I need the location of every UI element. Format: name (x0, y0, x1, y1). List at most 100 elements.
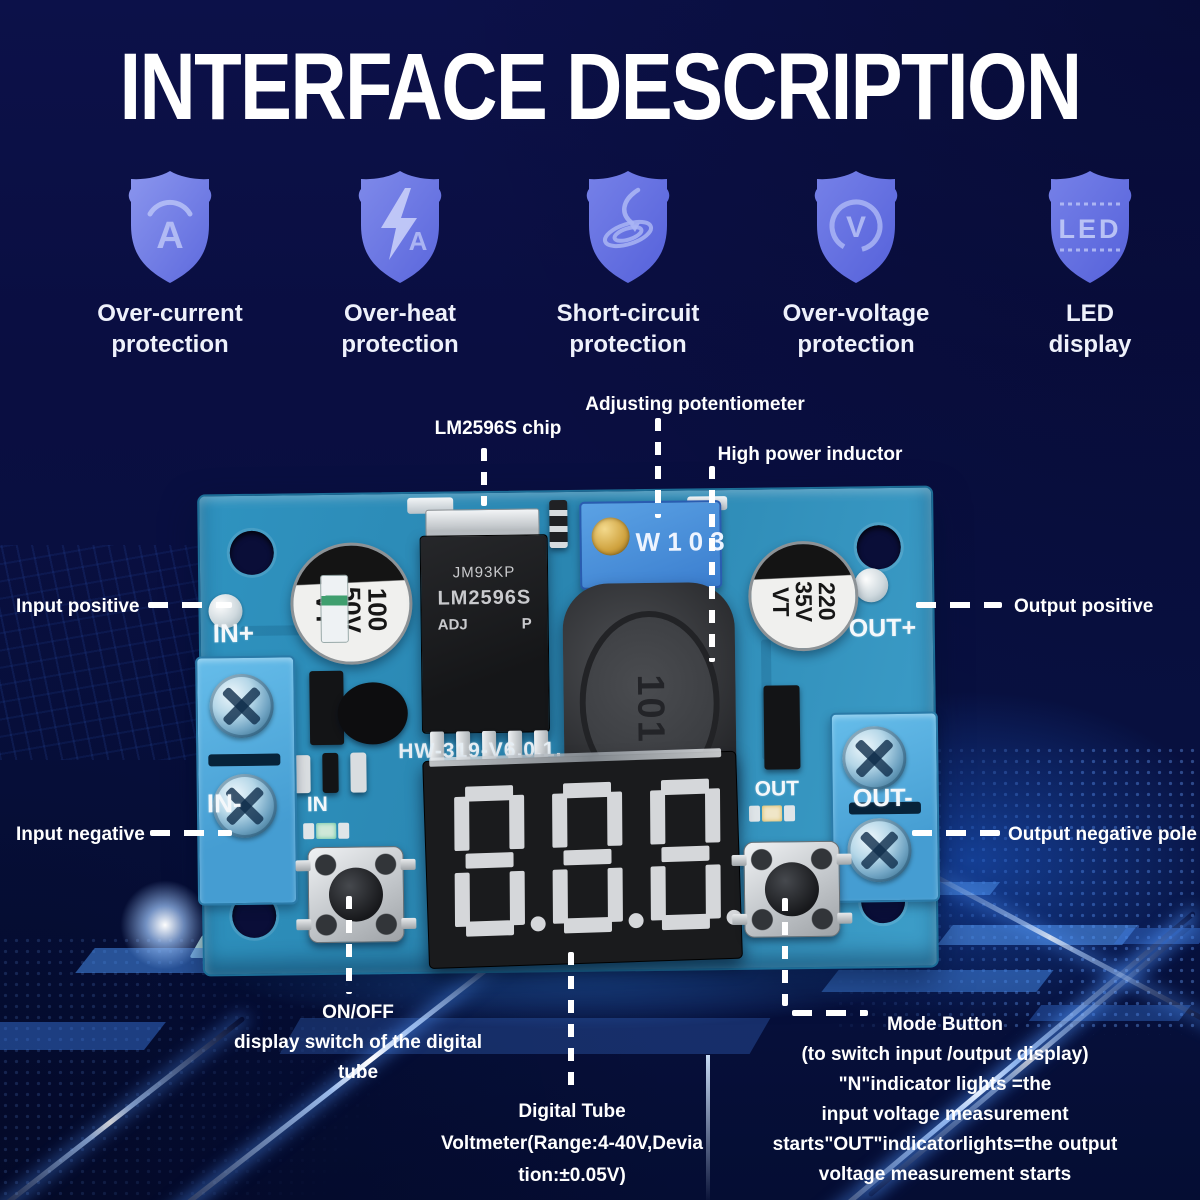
display-digit (454, 785, 525, 937)
display-decimal-dot (530, 916, 546, 932)
input-positive-callout: Input positive (16, 596, 140, 617)
svg-text:A: A (409, 226, 428, 256)
output-negative-callout: Output negative pole (1008, 824, 1197, 845)
feature-over-current: A Over-current protection (55, 168, 285, 360)
light-flare (120, 880, 210, 970)
feature-label-line: protection (111, 331, 229, 358)
pcb-board: 100 50V VT 220 35V VT JM93KP LM2596S ADJ… (195, 485, 941, 977)
svg-text:A: A (156, 215, 183, 257)
callout-line-chip (481, 448, 487, 506)
onoff-callout-line: display switch of the digital (233, 1032, 483, 1053)
feature-label: Short-circuit protection (513, 298, 743, 360)
seven-segment-display (422, 750, 743, 969)
onoff-callout: ON/OFF display switch of the digital tub… (208, 998, 508, 1088)
feature-label-line: Short-circuit (556, 300, 700, 327)
silkscreen-in-minus: IN- (206, 787, 242, 819)
feature-label-line: protection (797, 331, 915, 358)
feature-led-display: LED LED display (975, 168, 1200, 360)
onoff-callout-line: tube (337, 1062, 379, 1083)
potentiometer-marking: W103 (635, 525, 732, 558)
smd-resistor (350, 752, 367, 793)
onoff-callout-line: ON/OFF (322, 1002, 394, 1023)
mode-button-callout-line: input voltage measurement (821, 1104, 1069, 1125)
feature-label-line: protection (569, 331, 687, 358)
ic-marking: P (521, 615, 532, 633)
ic-marking: ADJ (437, 616, 468, 634)
silkscreen-in-plus: IN+ (212, 617, 255, 649)
silkscreen-out-minus: OUT- (852, 783, 913, 813)
terminal-screw (841, 725, 907, 791)
feature-over-heat: A Over-heat protection (285, 168, 515, 360)
terminal-slot (208, 753, 281, 767)
callout-line-onoff (346, 896, 352, 994)
page-title: INTERFACE DESCRIPTION (119, 34, 1082, 140)
mode-button (731, 840, 853, 938)
smd-resistor (294, 755, 311, 794)
display-digit (552, 781, 623, 934)
over-current-shield-icon: A (128, 171, 212, 283)
display-decimal-dot (628, 912, 644, 929)
callout-line-digital-tube (568, 952, 574, 1092)
out-indicator-led (748, 805, 796, 822)
callout-line-inductor (709, 466, 715, 662)
svg-text:V: V (846, 211, 866, 244)
input-terminal-block (195, 655, 299, 906)
feature-label-line: display (1048, 331, 1132, 358)
callout-line-input-negative (150, 830, 232, 836)
callout-line-potentiometer (655, 418, 661, 518)
input-capacitor: 100 50V VT (289, 541, 414, 666)
in-indicator-led (303, 822, 350, 840)
feature-label-line: LED (1066, 300, 1114, 327)
chip-callout: LM2596S chip (434, 418, 562, 439)
short-circuit-shield-icon (586, 171, 670, 283)
mode-button-callout-line: voltage measurement starts (818, 1164, 1072, 1185)
mode-button-callout-line: Mode Button (886, 1014, 1004, 1035)
adjusting-potentiometer: W103 (579, 500, 732, 590)
callout-line-mode-vertical (782, 898, 788, 1006)
digital-tube-callout: Digital Tube Voltmeter(Range:4-40V,Devia… (420, 1096, 724, 1192)
deco-bar (937, 925, 1138, 945)
over-heat-shield-icon: A (358, 171, 442, 283)
digital-tube-callout-line: Digital Tube (518, 1101, 626, 1122)
deco-bar (0, 1022, 166, 1050)
ic-marking: JM93KP (452, 563, 516, 582)
potentiometer-callout: Adjusting potentiometer (585, 394, 805, 415)
svg-text:LED: LED (1059, 214, 1122, 244)
capacitor-marking: 220 35V VT (767, 581, 841, 623)
digital-tube-callout-line: tion:±0.05V) (518, 1165, 626, 1186)
feature-label: LED display (975, 298, 1200, 360)
mode-button-callout: Mode Button (to switch input /output dis… (745, 1010, 1145, 1190)
smd-component (549, 499, 568, 549)
feature-label: Over-current protection (55, 298, 285, 360)
silkscreen-out-plus: OUT+ (848, 613, 917, 643)
feature-over-voltage: V Over-voltage protection (741, 168, 971, 360)
mode-button-callout-line: (to switch input /output display) (801, 1044, 1089, 1065)
display-digit (650, 778, 721, 931)
mode-button-callout-line: "N"indicator lights =the (838, 1074, 1052, 1095)
feature-label-line: Over-heat (343, 300, 457, 327)
output-positive-callout: Output positive (1014, 596, 1154, 617)
mounting-hole (229, 530, 275, 576)
over-voltage-shield-icon: V (814, 171, 898, 283)
silkscreen-out-led: OUT (754, 777, 800, 801)
feature-label: Over-heat protection (285, 298, 515, 360)
callout-line-output-negative (912, 830, 1000, 836)
deco-bar (1113, 928, 1200, 944)
feature-label-line: Over-voltage (782, 300, 930, 327)
onoff-button (295, 846, 417, 944)
output-positive-pad (854, 568, 889, 603)
smd-diode (763, 685, 801, 770)
digital-tube-callout-line: Voltmeter(Range:4-40V,Devia (441, 1133, 703, 1154)
lm2596s-chip: JM93KP LM2596S ADJ P (419, 534, 551, 734)
mounting-hole (856, 524, 902, 570)
terminal-screw (209, 673, 275, 739)
output-capacitor: 220 35V VT (747, 540, 860, 652)
callout-line-mode-horizontal (792, 1010, 868, 1016)
feature-label: Over-voltage protection (741, 298, 971, 360)
ic-marking: LM2596S (437, 586, 532, 610)
feature-label-line: protection (341, 331, 459, 358)
potentiometer-screw (591, 517, 630, 556)
diode-component (320, 574, 349, 644)
deco-bar (821, 970, 1054, 992)
